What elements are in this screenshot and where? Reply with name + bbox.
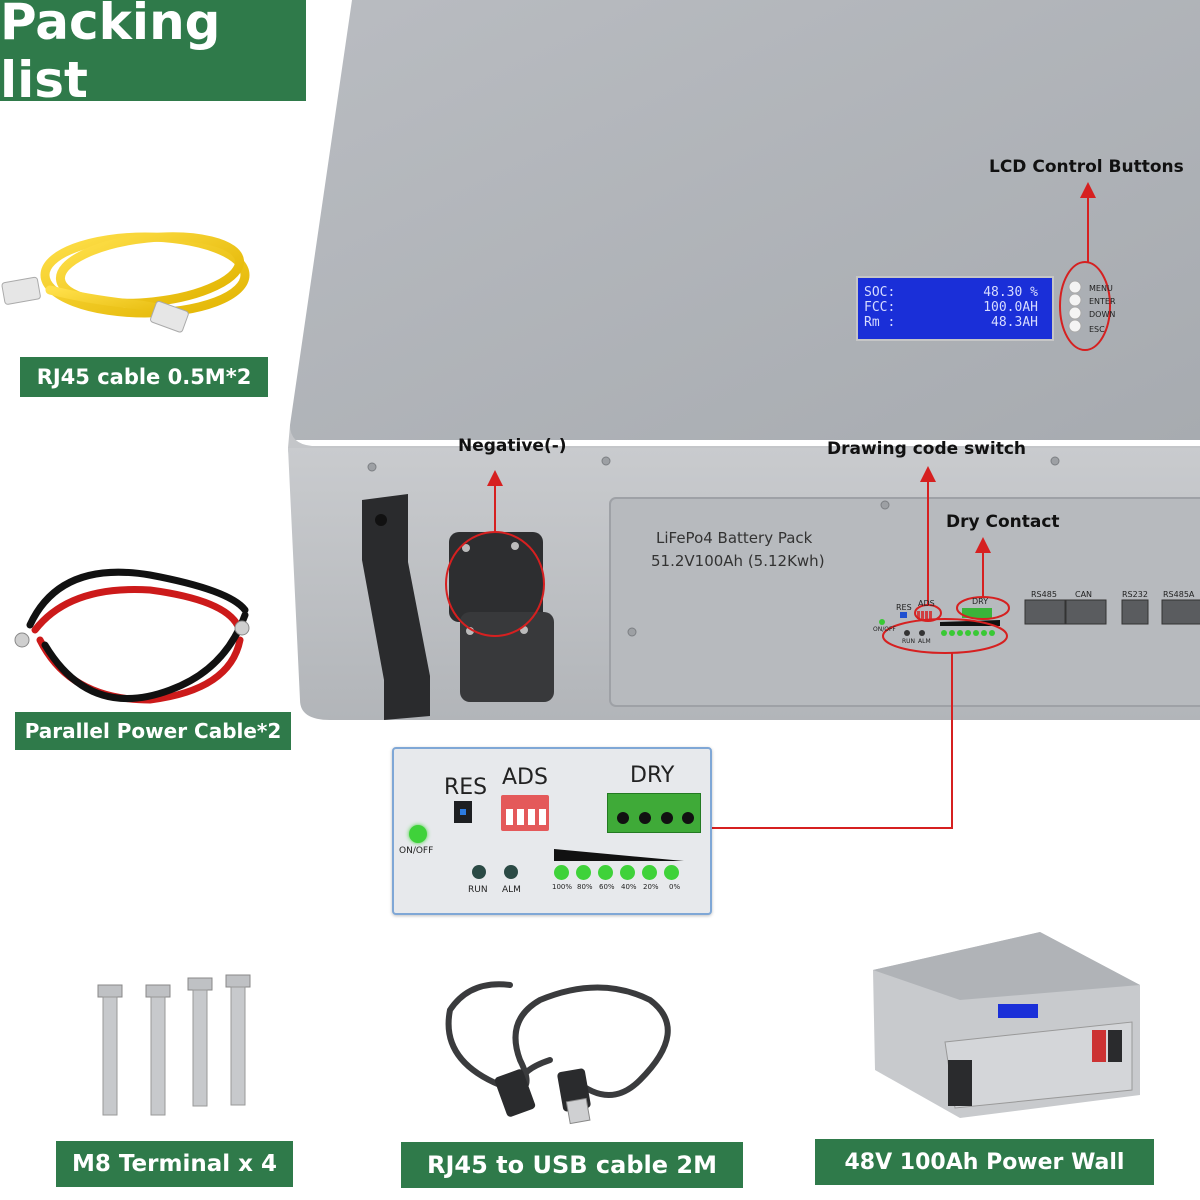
run-led-icon	[472, 865, 486, 879]
alarm-led-icon	[504, 865, 518, 879]
menu-button-label: MENU	[1089, 284, 1113, 293]
level-led-icon	[664, 865, 679, 880]
port-label-rs232: RS232	[1122, 590, 1148, 599]
port-label-rs485: RS485	[1031, 590, 1057, 599]
enter-button-label: ENTER	[1089, 297, 1116, 306]
panel-product-name: LiFePo4 Battery Pack	[656, 529, 813, 547]
m8-terminal-label: M8 Terminal x 4	[56, 1141, 293, 1187]
rj45-cable-label: RJ45 cable 0.5M*2	[20, 357, 268, 397]
lcd-row-fcc: FCC: 100.0AH	[858, 300, 1052, 315]
ads-dip-switch[interactable]	[501, 795, 549, 831]
level-label: 0%	[669, 883, 681, 891]
level-led-icon	[620, 865, 635, 880]
zoom-onoff-label: ON/OFF	[399, 846, 434, 856]
panel-res-label: RES	[896, 603, 912, 612]
level-wedge-icon	[554, 849, 684, 861]
lcd-control-buttons-callout: LCD Control Buttons	[989, 157, 1184, 177]
panel-onoff-label: ON/OFF	[873, 626, 896, 633]
lcd-row-soc: SOC: 48.30 %	[858, 285, 1052, 300]
lcd-row-rm: Rm : 48.3AH	[858, 315, 1052, 330]
packing-list-title: Packing list	[0, 0, 306, 109]
reset-button[interactable]	[454, 801, 472, 823]
lcd-value: 48.30 %	[983, 285, 1038, 300]
lcd-value: 100.0AH	[983, 300, 1038, 315]
lcd-key: SOC:	[864, 285, 896, 300]
lcd-value: 48.3AH	[991, 315, 1038, 330]
zoom-ads-label: ADS	[502, 765, 548, 790]
panel-alm-label: ALM	[918, 638, 931, 645]
drawing-code-switch-callout: Drawing code switch	[827, 439, 1027, 459]
dry-contact-terminal[interactable]	[607, 793, 701, 833]
panel-run-label: RUN	[902, 638, 916, 645]
level-label: 80%	[577, 883, 593, 891]
dry-contact-callout: Dry Contact	[946, 512, 1060, 532]
level-label: 20%	[643, 883, 659, 891]
zoom-run-label: RUN	[468, 885, 488, 895]
level-led-icon	[642, 865, 657, 880]
esc-button-label: ESC	[1089, 325, 1105, 334]
lcd-key: Rm :	[864, 315, 896, 330]
negative-callout: Negative(-)	[458, 436, 567, 456]
panel-dry-label: DRY	[972, 597, 989, 606]
level-led-icon	[576, 865, 591, 880]
port-label-can: CAN	[1075, 590, 1093, 599]
level-led-icon	[554, 865, 569, 880]
level-label: 60%	[599, 883, 615, 891]
panel-ads-label: ADS	[918, 599, 935, 608]
parallel-power-cable-label: Parallel Power Cable*2	[15, 712, 291, 750]
level-label: 40%	[621, 883, 637, 891]
level-led-icon	[598, 865, 613, 880]
level-label: 100%	[552, 883, 573, 891]
panel-product-spec: 51.2V100Ah (5.12Kwh)	[651, 552, 825, 570]
zoom-alm-label: ALM	[502, 885, 521, 895]
zoom-dry-label: DRY	[630, 763, 675, 788]
port-label-rs485a: RS485A	[1163, 590, 1195, 599]
zoom-res-label: RES	[444, 775, 488, 800]
power-wall-label: 48V 100Ah Power Wall	[815, 1139, 1154, 1185]
power-led-icon	[409, 825, 427, 843]
rj45-usb-cable-label: RJ45 to USB cable 2M	[401, 1142, 743, 1188]
lcd-display: SOC: 48.30 % FCC: 100.0AH Rm : 48.3AH	[856, 276, 1054, 341]
down-button-label: DOWN	[1089, 310, 1116, 319]
zoomed-control-panel: RES ADS DRY ON/OFF RUN ALM 100% 80% 60% …	[392, 747, 712, 915]
lcd-key: FCC:	[864, 300, 896, 315]
